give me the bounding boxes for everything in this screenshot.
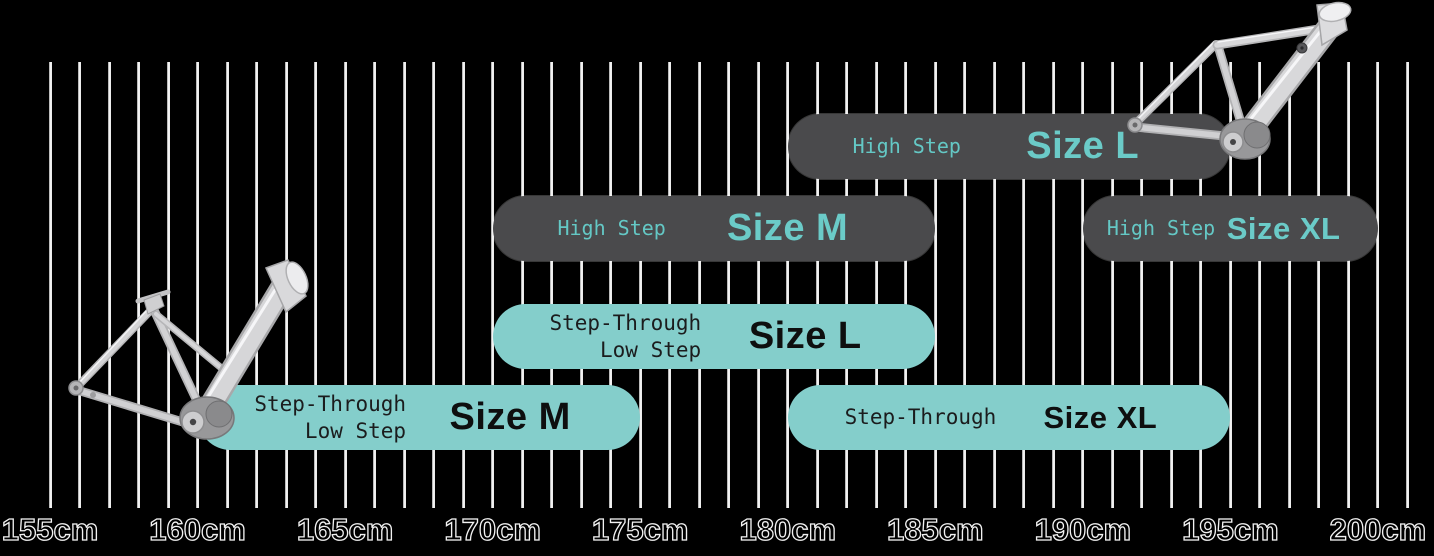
gridline xyxy=(1346,62,1350,508)
frame-style-label-line: High Step xyxy=(557,216,666,240)
size-range-pill-high-step-size-m: High Step Size M xyxy=(492,196,936,261)
axis-tick-label: 165cm xyxy=(296,511,394,547)
gridline xyxy=(402,62,406,508)
gridline xyxy=(225,62,229,508)
frame-style-label-line: Low Step xyxy=(600,337,702,362)
gridline xyxy=(963,62,967,508)
gridline xyxy=(579,62,583,508)
size-label: Size XL xyxy=(1043,399,1158,435)
axis-tick-label: 190cm xyxy=(1034,511,1132,547)
axis-tick-label: 185cm xyxy=(886,511,984,547)
gridline xyxy=(727,62,731,508)
gridline xyxy=(609,62,613,508)
gridline xyxy=(137,62,141,508)
size-label: Size M xyxy=(449,396,571,438)
frame-style-label: High Step xyxy=(517,215,666,242)
frame-style-label-line: Step-Through xyxy=(549,310,702,335)
gridline xyxy=(78,62,81,508)
gridline xyxy=(1376,62,1380,508)
axis-tick-label: 195cm xyxy=(1181,511,1279,547)
frame-style-label-line: High Step xyxy=(1106,216,1216,240)
frame-style-label-line: Step-Through xyxy=(844,405,997,429)
gridline xyxy=(1081,62,1085,508)
gridline xyxy=(1317,62,1321,508)
gridline xyxy=(255,62,259,508)
frame-style-label: Step-Through xyxy=(812,404,997,431)
size-range-pill-high-step-size-xl: High Step Size XL xyxy=(1082,196,1378,261)
axis-tick-label: 200cm xyxy=(1329,511,1427,547)
gridline xyxy=(1287,62,1291,508)
gridline xyxy=(756,62,760,508)
gridline xyxy=(491,62,495,508)
gridline xyxy=(107,62,111,508)
gridline xyxy=(904,62,908,508)
size-range-pill-step-through-size-xl: Step-Through Size XL xyxy=(787,385,1231,450)
gridline xyxy=(845,62,849,508)
axis-tick-label: 155cm xyxy=(1,511,99,547)
gridline xyxy=(1051,62,1055,508)
size-label: Size L xyxy=(1026,125,1140,167)
frame-style-label: High Step xyxy=(812,133,961,160)
gridline xyxy=(697,62,701,508)
gridline xyxy=(550,62,554,508)
gridline xyxy=(992,62,996,508)
frame-style-label: High Step xyxy=(1107,215,1215,242)
gridline xyxy=(1110,62,1114,508)
size-label: Size L xyxy=(748,315,862,357)
gridline xyxy=(343,62,347,508)
gridline xyxy=(48,62,52,508)
gridline xyxy=(314,62,318,508)
gridline xyxy=(461,62,465,508)
gridline xyxy=(668,62,672,508)
frame-style-label-line: Low Step xyxy=(304,418,407,443)
gridline xyxy=(166,62,170,508)
gridline xyxy=(1169,62,1173,508)
step-through-bike-frame-icon xyxy=(68,259,309,440)
axis-tick-label: 180cm xyxy=(739,511,837,547)
size-label: Size M xyxy=(726,207,849,249)
gridline xyxy=(373,62,377,508)
gridline xyxy=(1258,62,1262,508)
gridline xyxy=(638,62,642,508)
gridline xyxy=(874,62,878,508)
gridline xyxy=(1405,62,1409,508)
gridline xyxy=(1228,62,1232,508)
gridline xyxy=(1140,62,1144,508)
size-label: Size XL xyxy=(1226,210,1341,246)
axis-tick-label: 160cm xyxy=(149,511,247,547)
frame-style-label-line: Step-Through xyxy=(254,391,407,416)
gridline xyxy=(933,62,937,508)
high-step-bike-frame-icon xyxy=(1127,1,1352,160)
gridline xyxy=(1022,62,1026,508)
axis-tick-label: 170cm xyxy=(444,511,542,547)
gridline xyxy=(520,62,524,508)
gridline xyxy=(815,62,819,508)
gridline xyxy=(196,62,200,508)
frame-style-label-line: High Step xyxy=(852,134,961,158)
gridline xyxy=(1199,62,1203,508)
axis-tick-label: 175cm xyxy=(591,511,689,547)
gridline xyxy=(432,62,436,508)
gridline xyxy=(786,62,790,508)
